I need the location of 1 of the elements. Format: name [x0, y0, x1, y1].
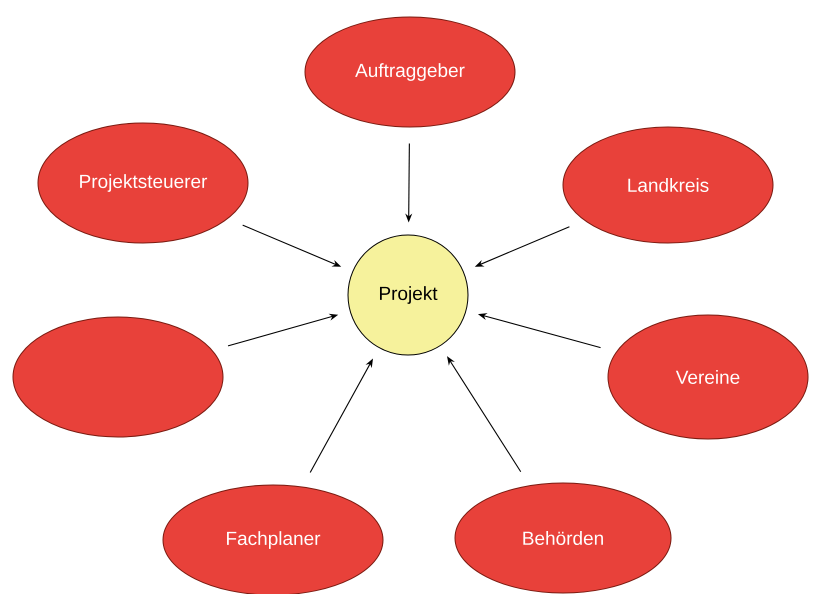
- stakeholder-ellipse: [12, 316, 224, 438]
